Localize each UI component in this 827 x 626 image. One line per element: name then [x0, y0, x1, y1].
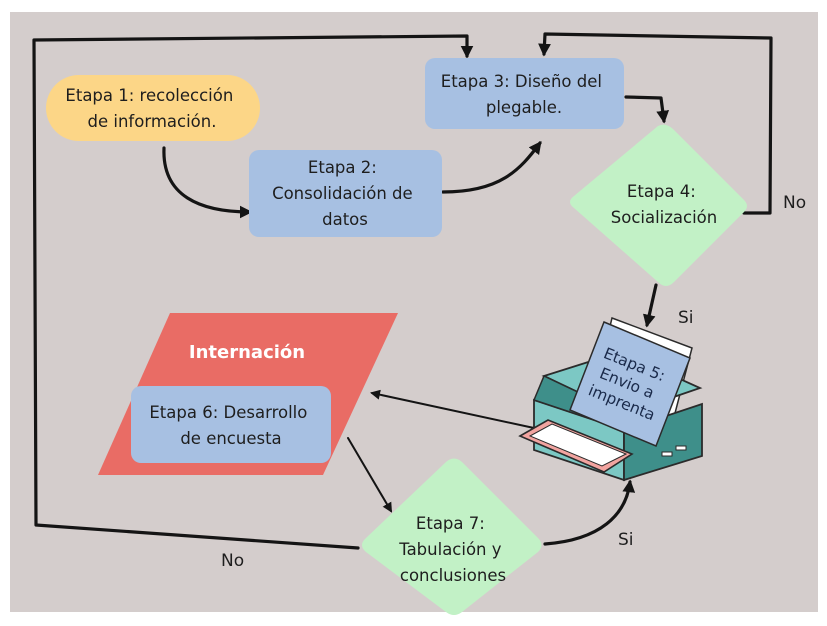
node-etapa3: Etapa 3: Diseño del plegable.: [425, 58, 624, 129]
node-etapa4-text: Etapa 4: Socialización: [611, 182, 718, 227]
node-etapa2-line-2: Consolidación de: [272, 184, 413, 203]
node-etapa1: Etapa 1: recolección de información.: [46, 75, 260, 141]
internacion-group: Internación Etapa 6: Desarrollo de encue…: [98, 313, 398, 475]
node-etapa2: Etapa 2: Consolidación de datos: [249, 150, 442, 237]
arrow-etapa1-to-etapa2: [162, 146, 253, 219]
node-etapa4-line-1: Etapa 4:: [627, 182, 696, 201]
printer-button-1: [661, 451, 673, 457]
node-etapa1-line-2: de información.: [88, 112, 217, 131]
label-si-etapa7: Si: [618, 530, 634, 550]
label-si-etapa4: Si: [678, 308, 694, 328]
node-etapa3-line-2: plegable.: [486, 98, 562, 117]
printer-icon: Etapa 5: Envio a imprenta: [518, 316, 703, 482]
node-etapa2-line-1: Etapa 2:: [308, 158, 377, 177]
node-etapa1-text: Etapa 1: recolección de información.: [65, 86, 238, 131]
node-etapa4-shape: [570, 124, 747, 287]
node-etapa7-shape: [362, 458, 542, 615]
node-etapa3-line-1: Etapa 3: Diseño del: [441, 72, 602, 91]
arrow-etapa6-to-etapa7: [347, 437, 393, 513]
printer-tray-paper: [528, 423, 628, 467]
node-etapa2-line-3: datos: [322, 210, 368, 229]
node-etapa3-text: Etapa 3: Diseño del plegable.: [441, 72, 607, 117]
node-etapa7-line-3: conclusiones: [400, 566, 506, 585]
arrow-etapa7-si-to-etapa5: [543, 479, 636, 546]
node-etapa7: Etapa 7: Tabulación y conclusiones: [362, 458, 542, 615]
arrow-etapa7-no-to-etapa3: [32, 34, 474, 550]
node-etapa7-line-2: Tabulación y: [398, 540, 502, 559]
node-etapa7-line-1: Etapa 7:: [416, 514, 485, 533]
node-etapa4: Etapa 4: Socialización: [570, 124, 747, 287]
node-etapa1-shape: [46, 75, 260, 141]
node-etapa1-line-1: Etapa 1: recolección: [65, 86, 233, 105]
printer-button-2: [675, 445, 687, 451]
node-etapa2-text: Etapa 2: Consolidación de datos: [272, 158, 418, 229]
arrow-etapa2-to-etapa3: [441, 140, 542, 194]
node-etapa7-text: Etapa 7: Tabulación y conclusiones: [398, 514, 507, 585]
arrow-etapa4-no-to-etapa3: [538, 32, 773, 215]
node-etapa6-line-2: de encuesta: [180, 429, 281, 448]
arrow-etapa3-to-etapa4: [624, 95, 670, 124]
arrow-etapa4-si-to-etapa5: [643, 283, 658, 328]
label-no-etapa7: No: [221, 551, 244, 571]
printer-side: [623, 402, 703, 482]
node-etapa6-shape: [131, 386, 331, 463]
node-etapa6-line-1: Etapa 6: Desarrollo: [149, 403, 307, 422]
node-etapa3-shape: [425, 58, 624, 129]
node-etapa6-text: Etapa 6: Desarrollo de encuesta: [149, 403, 312, 448]
node-etapa5-shape: [569, 321, 691, 447]
internacion-title: Internación: [189, 342, 305, 363]
node-etapa4-line-2: Socialización: [611, 208, 718, 227]
label-no-etapa4: No: [783, 193, 806, 213]
arrow-etapa5-to-etapa6: [370, 389, 535, 429]
node-etapa2-shape: [249, 150, 442, 237]
